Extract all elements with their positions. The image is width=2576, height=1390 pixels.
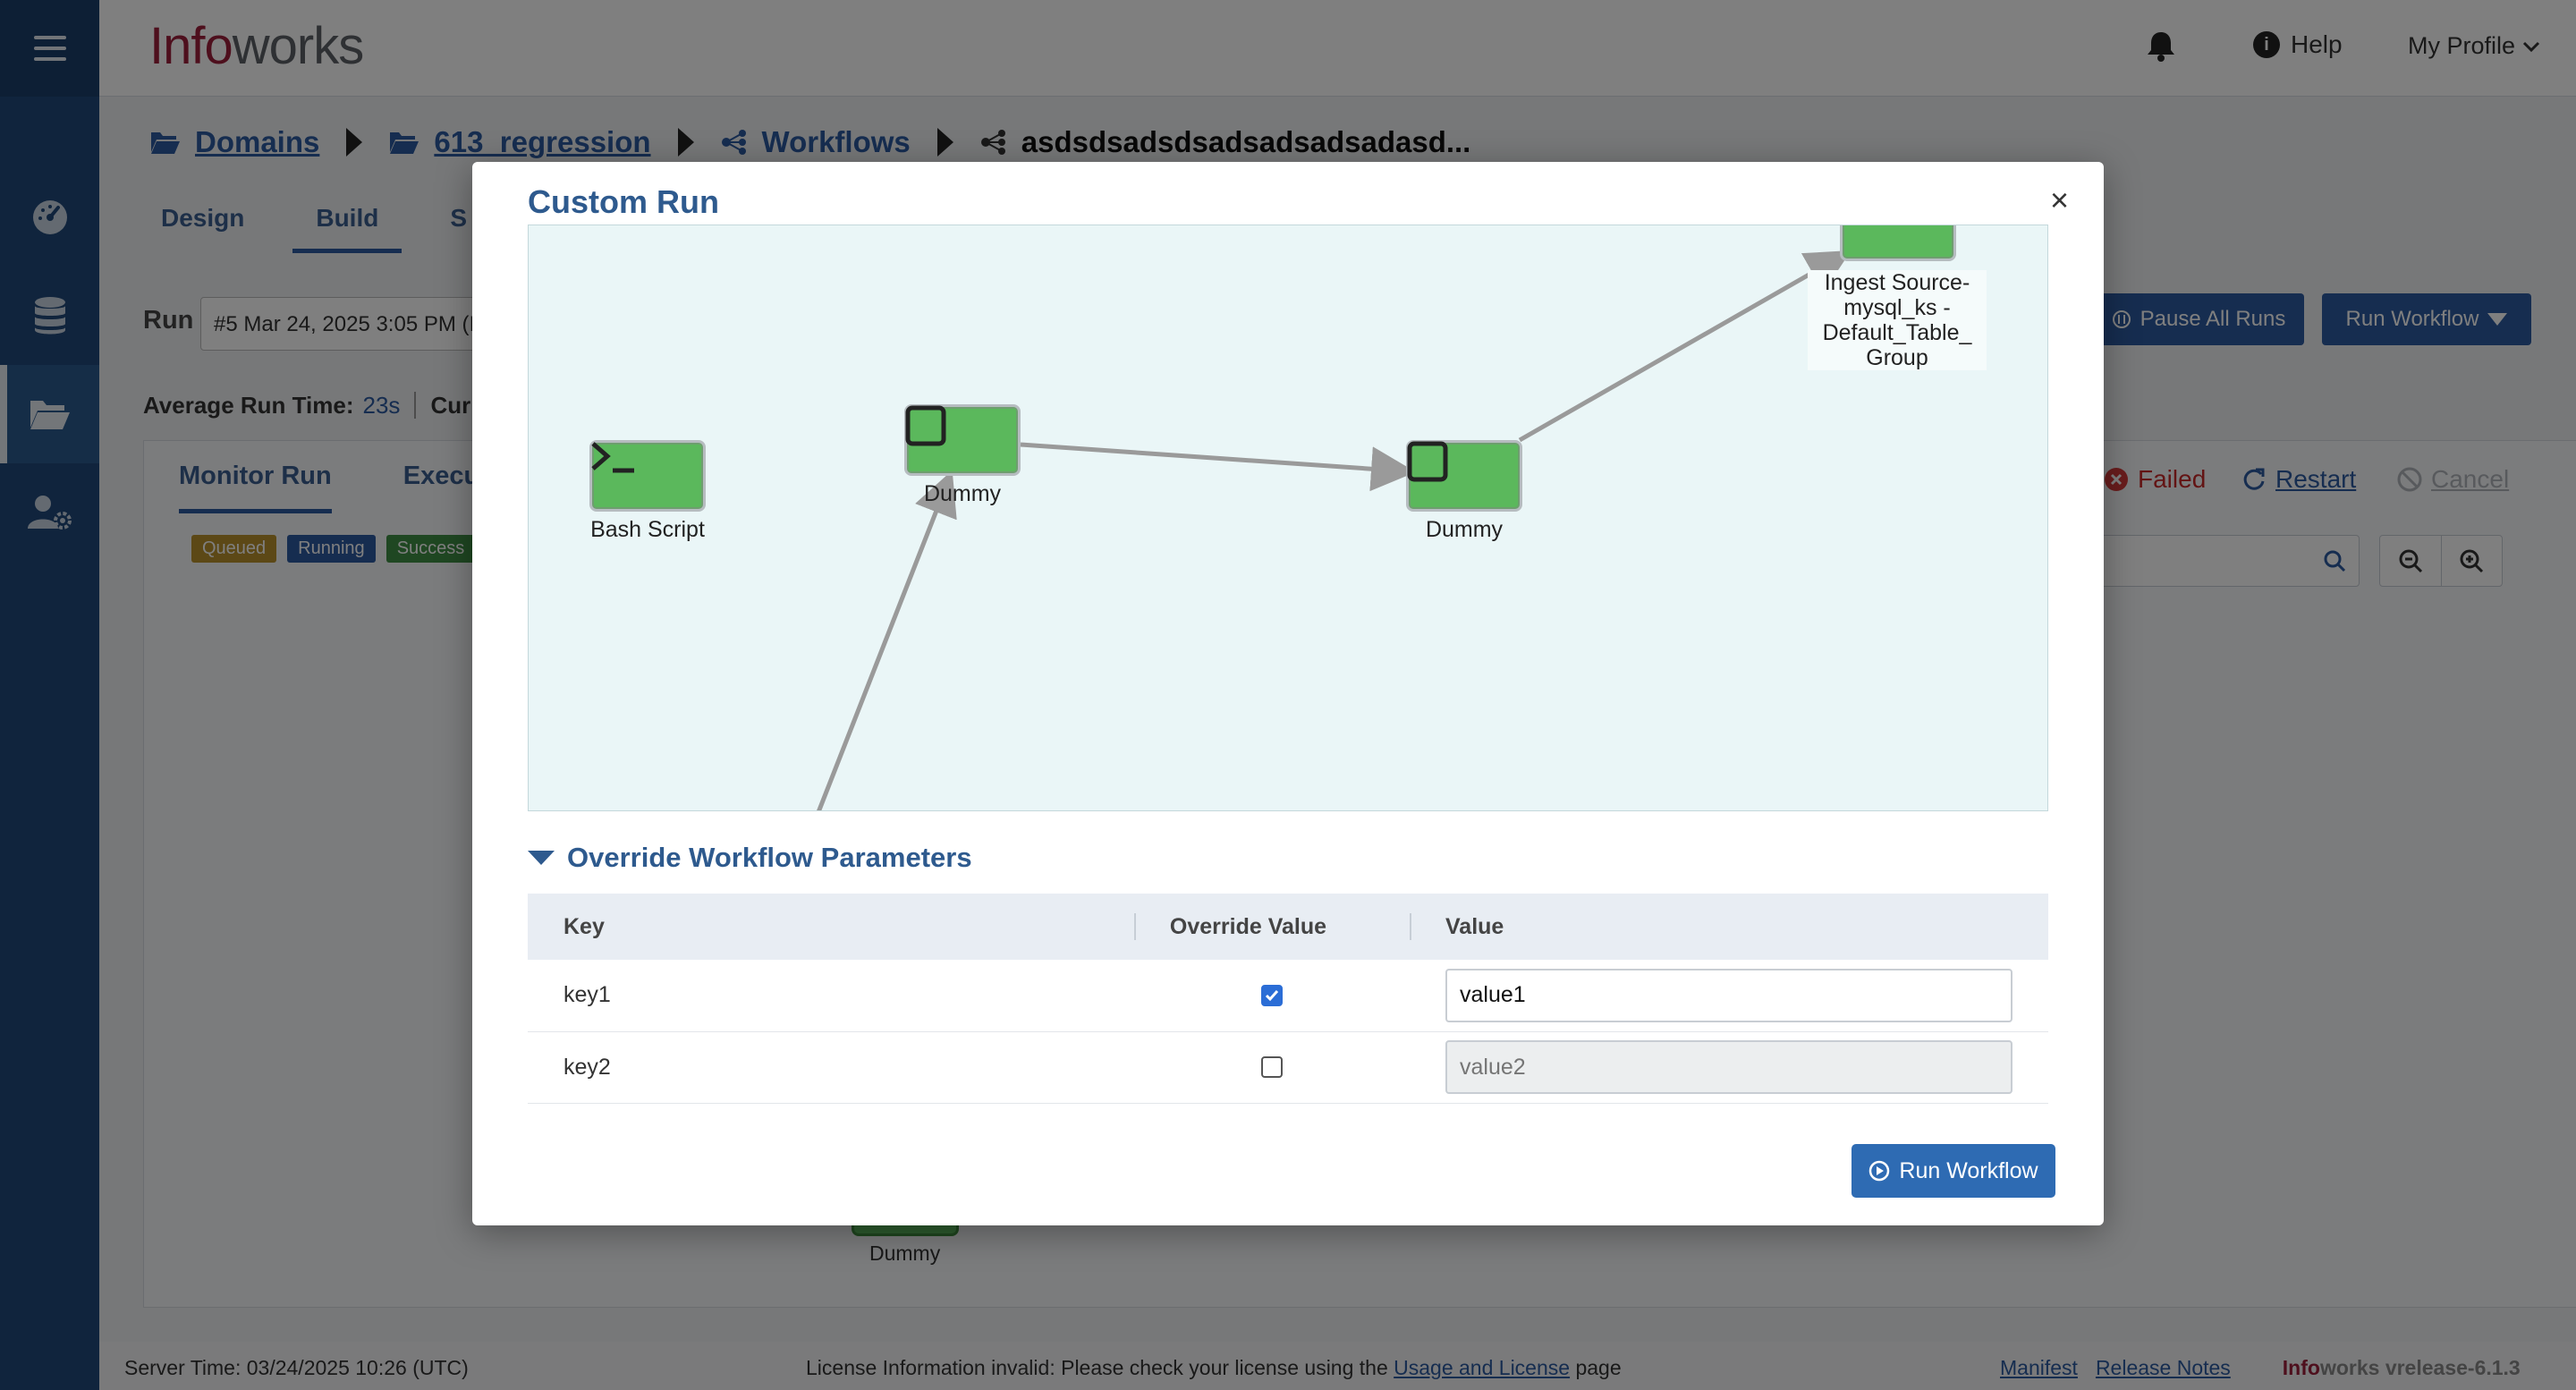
custom-run-modal: Custom Run × Ingest Source-mysql_ks -Def… — [472, 162, 2104, 1225]
checkmark-icon — [1265, 989, 1279, 1001]
terminal-icon — [591, 442, 634, 473]
bash-node-label: Bash Script — [590, 517, 705, 542]
caret-down-icon — [528, 851, 555, 865]
table-row: key2 — [528, 1031, 2048, 1104]
param-value-input[interactable] — [1445, 968, 2012, 1022]
modal-title: Custom Run — [528, 183, 719, 220]
dummy-node-2-box[interactable] — [1406, 440, 1522, 512]
param-key: key1 — [528, 960, 1134, 1032]
param-value-input[interactable] — [1445, 1040, 2012, 1094]
table-row: key1 — [528, 960, 2048, 1032]
square-icon — [905, 405, 946, 446]
ingest-node-box[interactable] — [1840, 225, 1956, 261]
ingest-source-node[interactable] — [1840, 225, 1956, 261]
workflow-canvas[interactable]: Ingest Source-mysql_ks -Default_Table_ G… — [528, 225, 2048, 811]
override-checkbox[interactable] — [1260, 984, 1283, 1006]
column-header-value: Value — [1410, 894, 2048, 960]
workflow-edges — [817, 250, 1852, 810]
column-header-key: Key — [528, 894, 1134, 960]
param-key: key2 — [528, 1031, 1134, 1104]
run-workflow-button[interactable]: Run Workflow — [1852, 1144, 2055, 1198]
close-icon[interactable]: × — [2050, 182, 2070, 218]
dummy-node-1-box[interactable] — [904, 404, 1021, 476]
dummy-node-2[interactable]: Dummy — [1406, 440, 1522, 543]
dummy-node-1-label: Dummy — [923, 481, 1002, 506]
play-circle-icon — [1869, 1160, 1890, 1182]
bash-node-box[interactable] — [589, 440, 706, 512]
ingest-node-label: Ingest Source-mysql_ks -Default_Table_ G… — [1808, 270, 1987, 370]
parameters-table: Key Override Value Value key1 key2 — [528, 894, 2048, 1104]
dummy-node-2-label: Dummy — [1425, 517, 1504, 542]
dummy-node-1[interactable]: Dummy — [904, 404, 1021, 507]
override-parameters-toggle[interactable]: Override Workflow Parameters — [528, 842, 972, 874]
square-icon — [1407, 441, 1448, 482]
edge-dummy-to-dummy — [1020, 442, 1416, 492]
bash-script-node[interactable]: Bash Script — [589, 440, 706, 543]
edge-offscreen-to-dummy — [817, 470, 957, 810]
column-header-override: Override Value — [1133, 894, 1410, 960]
edge-dummy-to-ingest — [1518, 250, 1852, 443]
override-checkbox[interactable] — [1260, 1056, 1283, 1078]
